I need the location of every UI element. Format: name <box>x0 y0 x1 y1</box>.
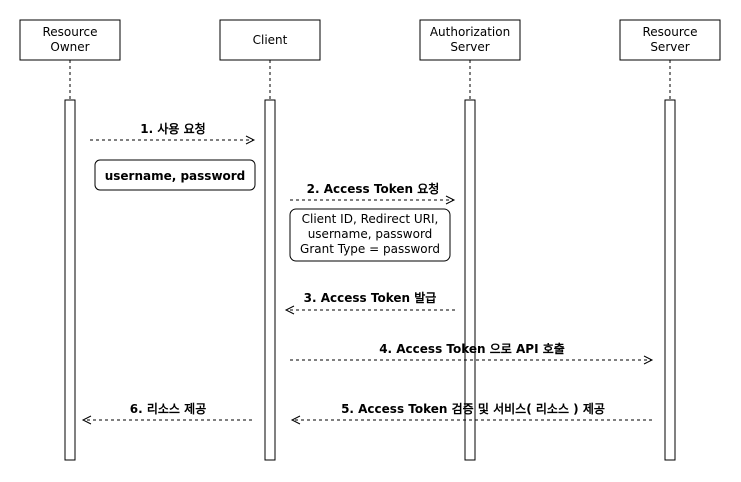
arrowhead-icon <box>643 355 654 365</box>
participant-label-line: Authorization <box>430 25 510 39</box>
arrowhead-icon <box>245 135 256 145</box>
activation-bar-client <box>264 99 276 461</box>
message-label: 5. Access Token 검증 및 서비스( 리소스 ) 제공 <box>341 401 605 416</box>
participant-label-line: Owner <box>50 40 89 54</box>
participant-client: Client <box>219 19 321 61</box>
note-line: username, password <box>308 227 433 241</box>
activation-bar-resource-server <box>664 99 676 461</box>
message-label: 6. 리소스 제공 <box>130 401 206 416</box>
note-credentials: username, password <box>94 159 256 191</box>
participant-resource-server: Resource Server <box>619 19 721 61</box>
participant-authorization-server: Authorization Server <box>419 19 521 61</box>
participant-label-line: Resource <box>642 25 697 39</box>
arrowhead-icon <box>290 415 301 425</box>
participant-label-line: Server <box>450 40 489 54</box>
participant-resource-owner: Resource Owner <box>19 19 121 61</box>
arrowhead-icon <box>284 305 295 315</box>
message-label: 3. Access Token 발급 <box>304 290 437 305</box>
message-6: 6. 리소스 제공 <box>81 401 252 425</box>
note-line: username, password <box>105 169 246 183</box>
message-2: 2. Access Token 요청 <box>290 181 456 205</box>
message-label: 1. 사용 요청 <box>140 121 205 136</box>
message-label: 4. Access Token 으로 API 호출 <box>379 341 565 356</box>
note-line: Grant Type = password <box>300 242 440 256</box>
participant-label-line: Resource <box>42 25 97 39</box>
activation-bar-authorization-server <box>464 99 476 461</box>
arrowhead-icon <box>81 415 92 425</box>
participant-label-line: Client <box>253 33 288 47</box>
message-3: 3. Access Token 발급 <box>284 290 455 315</box>
note-line: Client ID, Redirect URI, <box>302 212 439 226</box>
activation-bar-resource-owner <box>64 99 76 461</box>
message-label: 2. Access Token 요청 <box>307 181 440 196</box>
message-1: 1. 사용 요청 <box>90 121 256 145</box>
message-5: 5. Access Token 검증 및 서비스( 리소스 ) 제공 <box>290 401 652 425</box>
message-4: 4. Access Token 으로 API 호출 <box>290 341 654 365</box>
note-token-request-params: Client ID, Redirect URI, username, passw… <box>289 208 451 262</box>
arrowhead-icon <box>445 195 456 205</box>
participant-label-line: Server <box>650 40 689 54</box>
